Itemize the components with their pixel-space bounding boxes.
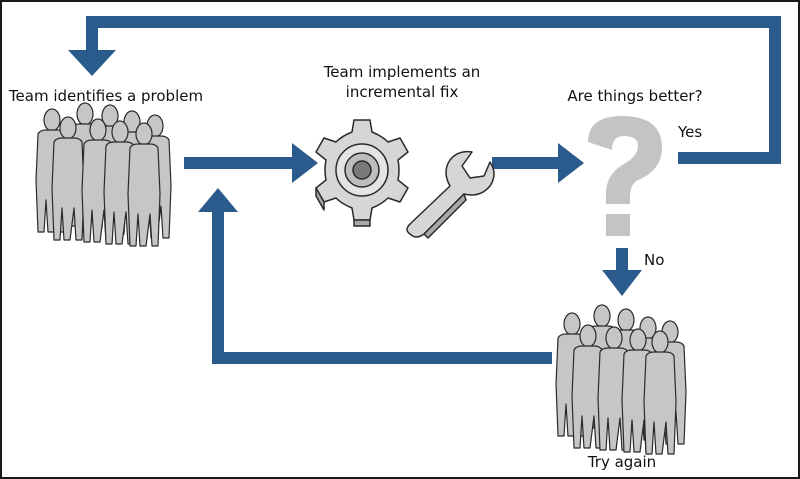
arrow-to-question (492, 143, 584, 183)
label-try-again: Try again (587, 453, 657, 471)
label-identify-problem: Team identifies a problem (8, 87, 204, 105)
label-yes: Yes (678, 123, 703, 141)
gear-icon (315, 119, 409, 227)
people-group-icon-bottom (555, 304, 687, 455)
label-are-things-better: Are things better? (567, 87, 703, 105)
people-group-icon (35, 102, 172, 247)
yes-loop-arrow (68, 16, 781, 164)
retry-loop-arrow (198, 188, 552, 364)
no-arrow (602, 248, 642, 296)
question-mark-icon (588, 116, 662, 236)
label-no: No (644, 251, 665, 269)
arrow-to-fix (184, 143, 318, 183)
label-implement-line2: incremental fix (345, 83, 459, 101)
label-implement-fix: Team implements an incremental fix (322, 62, 482, 102)
label-implement-line1: Team implements an (323, 63, 481, 81)
wrench-icon (406, 150, 495, 239)
